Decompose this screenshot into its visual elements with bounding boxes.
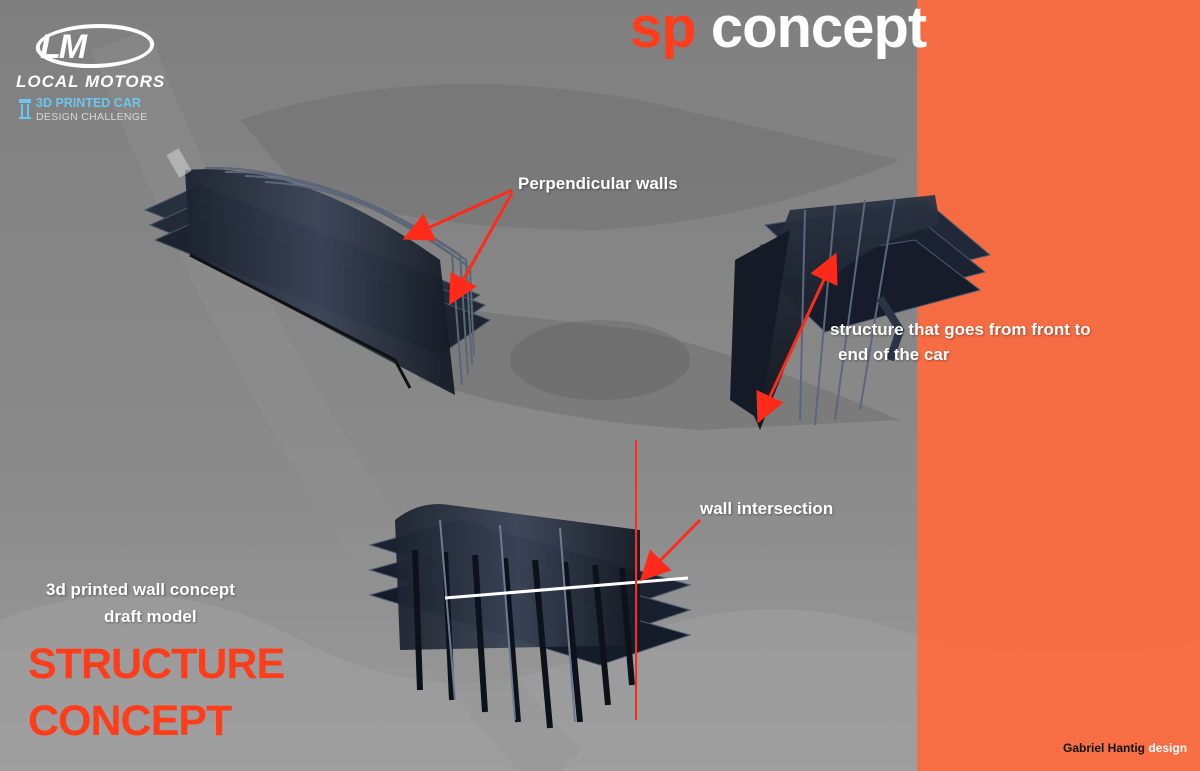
arrow-front-to-end: [756, 252, 838, 424]
title-word: concept: [710, 0, 927, 60]
heading-line1: STRUCTURE: [28, 640, 285, 688]
arrow-perpendicular-1: [402, 188, 513, 241]
arrow-perpendicular-2: [449, 192, 514, 306]
label-perpendicular-walls: Perpendicular walls: [518, 174, 678, 193]
local-motors-logo: LM LOCAL MOTORS 3D PRINTED CAR DESIGN CH…: [14, 18, 174, 128]
wall-model-front-to-end: [730, 195, 992, 430]
logo-challenge-line1: 3D PRINTED CAR: [36, 96, 141, 110]
caption-line2: draft model: [104, 607, 197, 626]
label-wall-intersection: wall intersection: [700, 499, 834, 518]
logo-mark: LM: [40, 28, 87, 66]
printer-icon: [19, 99, 31, 119]
wall-model-perpendicular: [143, 148, 492, 395]
wall-model-intersection: [368, 440, 692, 729]
orange-accent-band: [917, 0, 1200, 771]
caption-line1: 3d printed wall concept: [46, 580, 235, 599]
logo-brand-name: LOCAL MOTORS: [16, 72, 166, 91]
title-prefix: sp: [630, 0, 697, 60]
designer-credit: Gabriel Hantig design: [1063, 741, 1187, 755]
annotation-arrows: [402, 188, 838, 582]
label-structure-line1: structure that goes from front to: [830, 320, 1091, 339]
arrow-wall-intersection: [639, 518, 702, 582]
credit-name: Gabriel Hantig: [1063, 741, 1146, 755]
heading-line2: CONCEPT: [28, 697, 232, 745]
credit-suffix: design: [1148, 741, 1188, 755]
label-structure-line2: end of the car: [838, 345, 950, 364]
logo-challenge-line2: DESIGN CHALLENGE: [36, 111, 148, 123]
page-title: sp concept: [630, 0, 927, 61]
